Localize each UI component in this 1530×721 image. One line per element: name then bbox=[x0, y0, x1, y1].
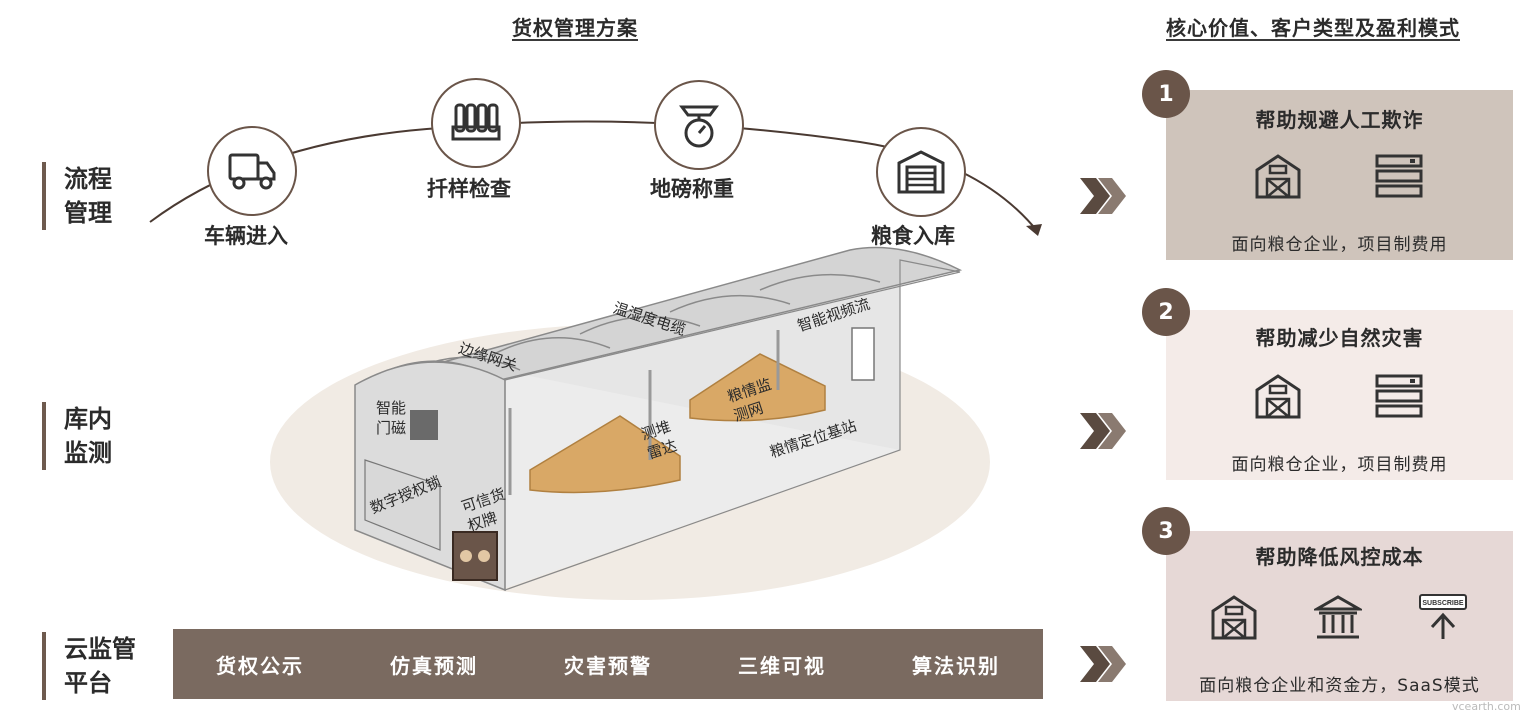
platform-item-3d-visual: 三维可视 bbox=[738, 653, 826, 678]
cloud-platform-bar: 货权公示 仿真预测 灾害预警 三维可视 算法识别 bbox=[173, 629, 1043, 699]
row-label-process-line1: 流程 bbox=[64, 165, 112, 193]
label-smart-door-line1: 智能 bbox=[376, 399, 407, 417]
barn-icon bbox=[1211, 595, 1257, 640]
right-section-header: 核心价值、客户类型及盈利模式 bbox=[1166, 16, 1460, 40]
platform-item-algorithm: 算法识别 bbox=[912, 653, 1000, 678]
barn-icon bbox=[1255, 374, 1301, 419]
label-smart-door-line2: 门磁 bbox=[376, 419, 407, 437]
barn-icon bbox=[1255, 154, 1301, 199]
row-label-monitor-line1: 库内 bbox=[64, 405, 112, 433]
step-label-weighing: 地磅称重 bbox=[650, 177, 734, 201]
row-label-process-line2: 管理 bbox=[64, 199, 112, 227]
value-card-1-title: 帮助规避人工欺诈 bbox=[1255, 108, 1424, 132]
value-card-2-title: 帮助减少自然灾害 bbox=[1255, 326, 1424, 350]
warehouse-icon bbox=[897, 150, 945, 194]
step-label-grain-storage: 粮食入库 bbox=[871, 224, 955, 248]
truck-icon bbox=[228, 153, 276, 190]
subscribe-text: SUBSCRIBE bbox=[1422, 600, 1464, 607]
row-label-cloud: 云监管 平台 bbox=[42, 632, 136, 700]
value-card-1: 帮助规避人工欺诈 面向粮仓企业，项目制费用 bbox=[1166, 90, 1513, 260]
platform-item-ownership-disclosure: 货权公示 bbox=[216, 653, 304, 678]
chevron-right-icon bbox=[1080, 178, 1126, 214]
warehouse-illustration bbox=[270, 246, 990, 600]
value-card-2-foot: 面向粮仓企业，项目制费用 bbox=[1231, 455, 1448, 475]
value-card-3: 帮助降低风控成本 SUBSCRIBE 面向粮仓企业和资金方，SaaS模式 bbox=[1166, 531, 1513, 701]
scale-icon bbox=[679, 105, 719, 148]
step-label-vehicle-entry: 车辆进入 bbox=[204, 224, 288, 248]
step-grain-storage bbox=[876, 127, 966, 217]
value-card-3-title: 帮助降低风控成本 bbox=[1255, 545, 1424, 569]
chevron-right-icon bbox=[1080, 646, 1126, 682]
value-card-1-number: 1 bbox=[1142, 70, 1190, 118]
bank-icon bbox=[1314, 595, 1362, 639]
left-section-header: 货权管理方案 bbox=[512, 16, 638, 40]
step-vehicle-entry bbox=[207, 126, 297, 216]
row-label-cloud-line1: 云监管 bbox=[64, 635, 136, 663]
server-icon bbox=[1375, 374, 1423, 418]
value-card-1-foot: 面向粮仓企业，项目制费用 bbox=[1231, 235, 1448, 255]
label-smart-door: 智能 门磁 bbox=[376, 398, 406, 438]
row-label-monitor-line2: 监测 bbox=[64, 439, 112, 467]
step-weighing bbox=[654, 80, 744, 170]
chevron-right-icon bbox=[1080, 413, 1126, 449]
subscribe-icon: SUBSCRIBE bbox=[1419, 594, 1467, 639]
row-label-process: 流程 管理 bbox=[42, 162, 112, 230]
value-card-2-number: 2 bbox=[1142, 288, 1190, 336]
server-icon bbox=[1375, 154, 1423, 198]
value-card-3-foot: 面向粮仓企业和资金方，SaaS模式 bbox=[1199, 676, 1480, 696]
platform-item-simulation: 仿真预测 bbox=[390, 653, 478, 678]
watermark: vcearth.com bbox=[1452, 700, 1521, 713]
value-card-3-number: 3 bbox=[1142, 507, 1190, 555]
value-card-2: 帮助减少自然灾害 面向粮仓企业，项目制费用 bbox=[1166, 310, 1513, 480]
platform-item-disaster-warning: 灾害预警 bbox=[564, 653, 652, 678]
row-label-monitor: 库内 监测 bbox=[42, 402, 112, 470]
sample-tubes-icon bbox=[451, 103, 501, 141]
step-label-sampling: 扦样检查 bbox=[427, 177, 511, 201]
step-sampling bbox=[431, 78, 521, 168]
row-label-cloud-line2: 平台 bbox=[64, 669, 112, 697]
